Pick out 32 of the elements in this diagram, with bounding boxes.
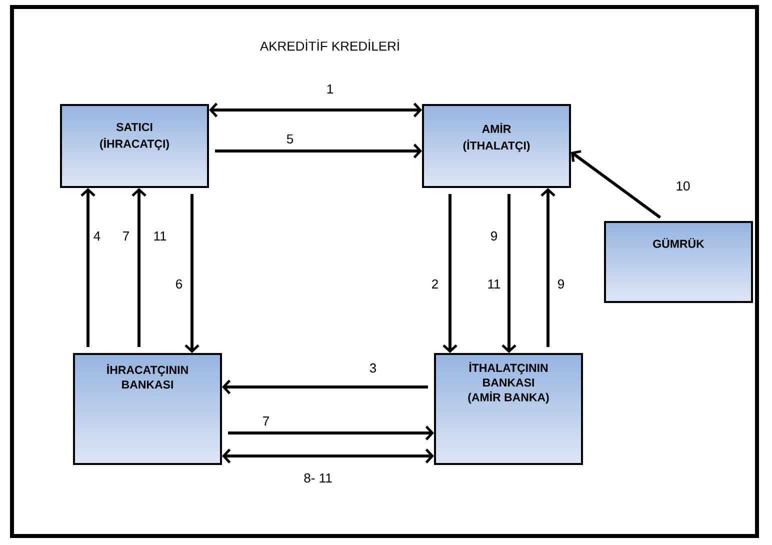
edge-label: 10 bbox=[676, 181, 690, 191]
arrow bbox=[184, 194, 200, 353]
arrow bbox=[132, 188, 146, 347]
arrow bbox=[442, 194, 458, 353]
arrow bbox=[209, 102, 422, 118]
arrow bbox=[228, 426, 434, 440]
step-number: 11 bbox=[488, 280, 500, 288]
edge-label: 4 bbox=[94, 232, 100, 240]
edge-label: 8- 11 bbox=[304, 473, 332, 483]
process-box: SATICI (İHRACATÇI) bbox=[60, 104, 209, 188]
process-box: GÜMRÜK bbox=[604, 221, 753, 303]
edge-label: 9 bbox=[558, 279, 564, 289]
arrow bbox=[215, 144, 422, 158]
arrow bbox=[571, 150, 662, 219]
edge-label: 5 bbox=[286, 134, 294, 144]
process-box: İTHALATÇININ BANKASI (AMİR BANKA) bbox=[434, 352, 583, 465]
arrow bbox=[222, 448, 434, 464]
step-number: 11 bbox=[154, 232, 166, 240]
process-box: İHRACATÇININ BANKASI bbox=[73, 352, 222, 465]
edge-label: 3 bbox=[370, 363, 376, 373]
edge-label: 9 bbox=[491, 231, 497, 241]
arrow bbox=[540, 188, 556, 347]
title: AKREDİTİF KREDİLERİ bbox=[260, 39, 399, 51]
edge-label: 7 bbox=[263, 416, 269, 426]
arrow bbox=[222, 380, 428, 394]
arrow bbox=[80, 188, 96, 347]
edge-label: 2 bbox=[432, 279, 438, 289]
arrow bbox=[502, 194, 516, 353]
edge-label: 6 bbox=[176, 279, 182, 289]
edge-label: 7 bbox=[123, 232, 129, 240]
process-box: AMİR (İTHALATÇI) bbox=[422, 104, 571, 188]
edge-label: 1 bbox=[327, 84, 333, 94]
